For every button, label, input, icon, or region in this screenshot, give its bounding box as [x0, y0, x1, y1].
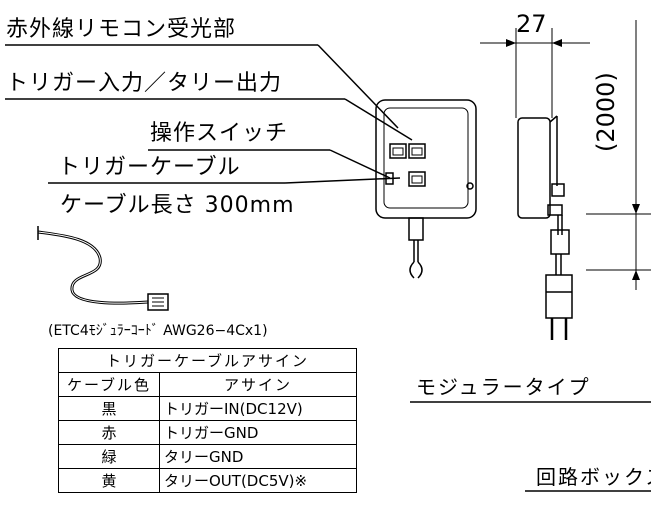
box-side [517, 117, 551, 219]
label-cable-spec: (ETC4ﾓｼﾞｭﾗｰｺｰﾄﾞ AWG26−4Cx1) [48, 323, 268, 339]
label-cable-length: ケーブル長さ 300mm [60, 193, 295, 218]
cable-bushing [408, 217, 424, 241]
leader-switch [329, 149, 391, 179]
cell-color: 黄 [58, 468, 160, 493]
table-header-color: ケーブル色 [58, 372, 160, 397]
jack-2 [408, 143, 426, 159]
assignment-table: トリガーケーブルアサイン ケーブル色 アサイン 黒 トリガーIN(DC12V) … [58, 348, 357, 493]
cell-color: 赤 [58, 420, 160, 445]
box-front-inner [383, 107, 469, 209]
label-switch: 操作スイッチ [150, 121, 289, 146]
trigger-cable [37, 230, 149, 305]
cell-assign: タリーOUT(DC5V)※ [159, 468, 357, 493]
cell-assign: トリガーIN(DC12V) [159, 396, 357, 421]
label-modular-type: モジュラータイプ [416, 375, 591, 399]
table-row: 黒 トリガーIN(DC12V) [58, 396, 357, 421]
screw [466, 182, 474, 190]
label-circuit-box: 回路ボックス [536, 467, 651, 487]
table-row: 赤 トリガーGND [58, 420, 357, 445]
leader-trigger [344, 98, 413, 141]
modular-plug [147, 293, 169, 311]
leader-cable [284, 177, 401, 184]
switch-body [385, 172, 394, 185]
table-title: トリガーケーブルアサイン [58, 348, 357, 373]
label-ir-receiver: 赤外線リモコン受光部 [6, 17, 237, 42]
dim-width: 27 [516, 10, 547, 38]
jack-1 [389, 143, 407, 159]
table-header-assign: アサイン [159, 372, 357, 397]
box-front [375, 99, 477, 219]
cell-color: 黒 [58, 396, 160, 421]
table-row: 緑 タリーGND [58, 444, 357, 469]
label-trigger-tally: トリガー入力／タリー出力 [6, 71, 283, 96]
table-row: 黄 タリーOUT(DC5V)※ [58, 468, 357, 493]
side-bushing [550, 229, 570, 255]
dim-height: (2000) [592, 72, 620, 152]
jack-3 [408, 171, 426, 187]
label-trigger-cable: トリガーケーブル [58, 155, 241, 180]
leader-ir [317, 44, 399, 129]
cell-assign: トリガーGND [159, 420, 357, 445]
cell-color: 緑 [58, 444, 160, 469]
cell-assign: タリーGND [159, 444, 357, 469]
power-plug [545, 274, 573, 319]
